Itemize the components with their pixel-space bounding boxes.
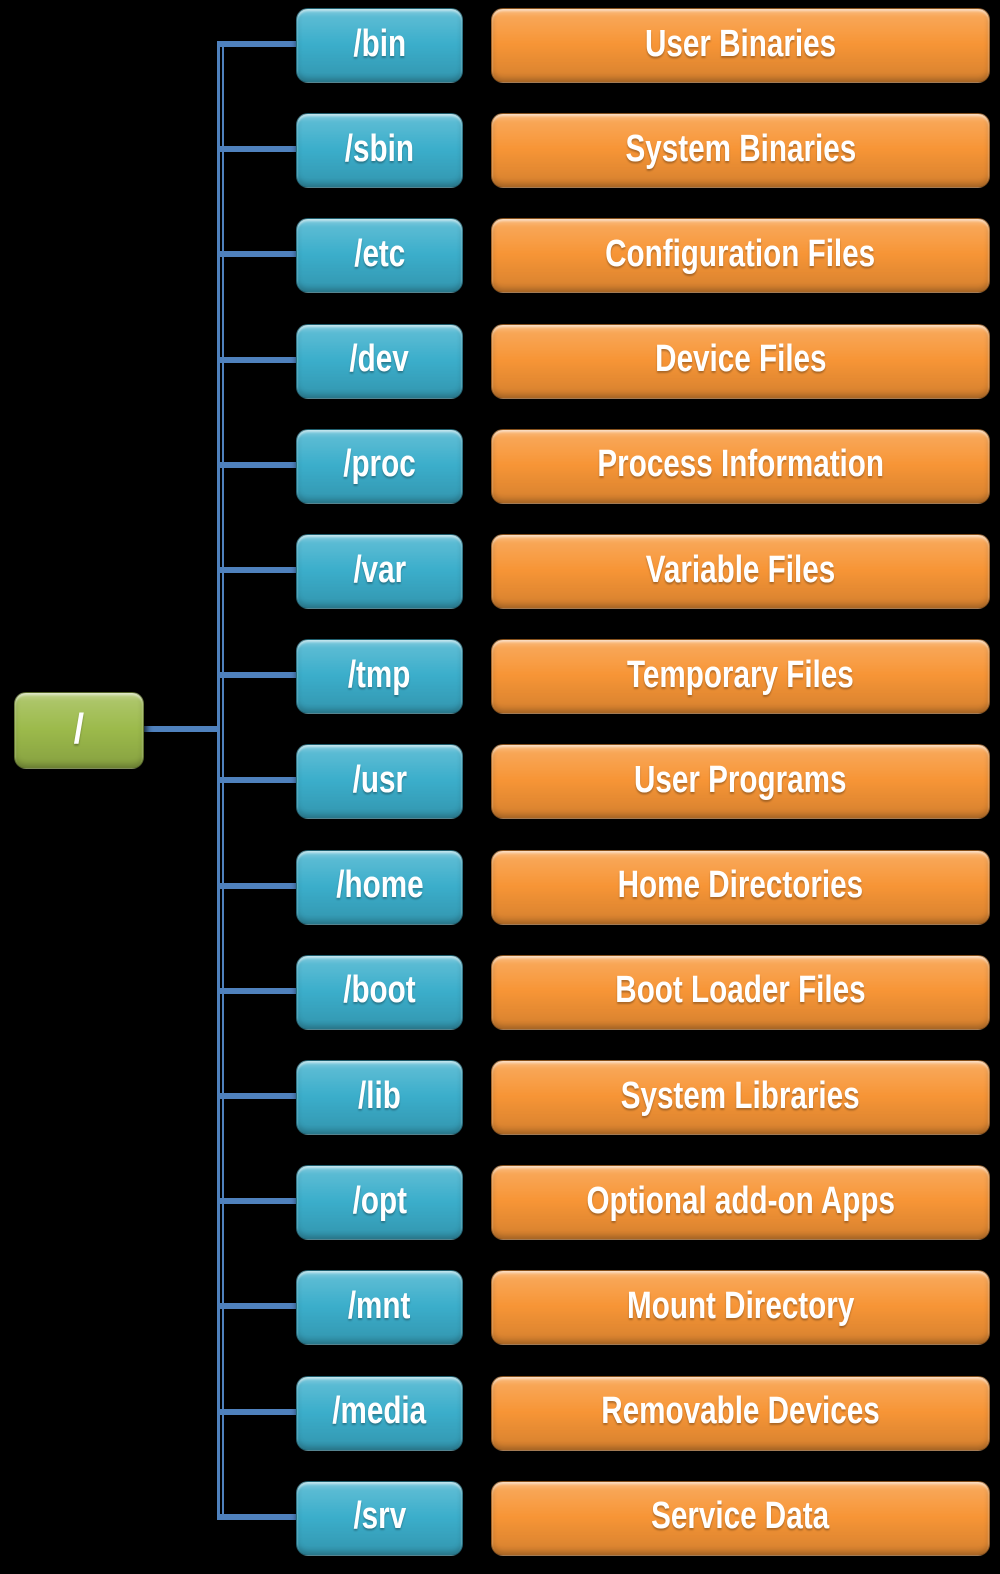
- description-box: Boot Loader Files: [491, 954, 990, 1030]
- description-label: System Binaries: [625, 127, 856, 170]
- description-box: System Binaries: [491, 113, 990, 189]
- directory-box: /mnt: [296, 1270, 463, 1346]
- branch-connector-line: [218, 251, 296, 258]
- directory-label: /srv: [353, 1495, 406, 1538]
- branch-connector-line: [218, 41, 296, 47]
- description-box: Device Files: [491, 323, 990, 399]
- description-box: User Programs: [491, 744, 990, 820]
- branch-connector-line: [218, 146, 296, 153]
- directory-box: /proc: [296, 428, 463, 504]
- description-label: User Programs: [634, 758, 847, 801]
- directory-row: /mnt Mount Directory: [0, 1270, 1000, 1346]
- directory-label: /lib: [358, 1074, 401, 1117]
- directory-box: /opt: [296, 1165, 463, 1241]
- directory-box: /sbin: [296, 113, 463, 189]
- description-box: Temporary Files: [491, 639, 990, 715]
- branch-connector-line: [218, 1303, 296, 1310]
- branch-connector-line: [218, 1513, 296, 1520]
- directory-box: /lib: [296, 1060, 463, 1135]
- description-label: Service Data: [651, 1495, 830, 1538]
- branch-connector-line: [218, 1093, 296, 1099]
- directory-row: /var Variable Files: [0, 534, 1000, 609]
- description-box: Variable Files: [491, 534, 990, 609]
- branch-connector-line: [218, 672, 296, 679]
- directory-label: /mnt: [348, 1284, 411, 1327]
- description-label: Variable Files: [645, 548, 836, 591]
- directory-row: /proc Process Information: [0, 428, 1000, 504]
- directory-box: /etc: [296, 218, 463, 294]
- directory-label: /boot: [343, 969, 416, 1012]
- directory-row: /opt Optional add-on Apps: [0, 1165, 1000, 1241]
- directory-row: /dev Device Files: [0, 323, 1000, 399]
- description-label: Optional add-on Apps: [586, 1179, 895, 1222]
- description-box: Mount Directory: [491, 1270, 990, 1346]
- directory-label: /bin: [353, 22, 406, 65]
- directory-box: /srv: [296, 1480, 463, 1556]
- description-label: Home Directories: [617, 864, 864, 907]
- directory-row: /sbin System Binaries: [0, 113, 1000, 189]
- branch-connector-line: [218, 356, 296, 363]
- description-label: System Libraries: [621, 1074, 860, 1117]
- directory-row: /bin User Binaries: [0, 8, 1000, 83]
- description-box: Process Information: [491, 428, 990, 504]
- directory-row: /srv Service Data: [0, 1480, 1000, 1556]
- description-box: User Binaries: [491, 8, 990, 83]
- directory-label: /var: [353, 548, 406, 591]
- directory-row: /boot Boot Loader Files: [0, 954, 1000, 1030]
- directory-label: /proc: [343, 443, 416, 486]
- directory-box: /usr: [296, 744, 463, 820]
- directory-row: /lib System Libraries: [0, 1060, 1000, 1135]
- branch-connector-line: [218, 1408, 296, 1415]
- directory-label: /media: [332, 1390, 427, 1433]
- description-box: System Libraries: [491, 1060, 990, 1135]
- directory-label: /opt: [352, 1179, 407, 1222]
- description-label: Process Information: [597, 443, 884, 486]
- root-connector-line: [142, 726, 218, 732]
- directory-box: /var: [296, 534, 463, 609]
- directory-row: /etc Configuration Files: [0, 218, 1000, 294]
- description-label: Mount Directory: [626, 1284, 855, 1327]
- directory-row: /home Home Directories: [0, 849, 1000, 925]
- description-box: Service Data: [491, 1480, 990, 1556]
- directory-box: /bin: [296, 8, 463, 83]
- root-directory-label: /: [73, 704, 85, 752]
- directory-box: /media: [296, 1375, 463, 1451]
- directory-row: /tmp Temporary Files: [0, 639, 1000, 715]
- directory-label: /sbin: [344, 127, 415, 170]
- branch-connector-line: [218, 882, 296, 889]
- description-label: Removable Devices: [601, 1390, 880, 1433]
- description-label: Configuration Files: [605, 232, 876, 275]
- directory-row: /usr User Programs: [0, 744, 1000, 820]
- directory-label: /dev: [349, 338, 410, 381]
- directory-box: /tmp: [296, 639, 463, 715]
- description-box: Optional add-on Apps: [491, 1165, 990, 1241]
- description-box: Home Directories: [491, 849, 990, 925]
- directory-label: /usr: [352, 758, 407, 801]
- directory-label: /etc: [353, 232, 406, 275]
- branch-connector-line: [218, 461, 296, 468]
- description-box: Removable Devices: [491, 1375, 990, 1451]
- description-label: User Binaries: [644, 22, 837, 65]
- directory-box: /home: [296, 849, 463, 925]
- description-box: Configuration Files: [491, 218, 990, 294]
- directory-label: /tmp: [348, 653, 411, 696]
- branch-connector-line: [218, 777, 296, 784]
- branch-connector-line: [218, 1198, 296, 1205]
- directory-label: /home: [335, 864, 424, 907]
- description-label: Temporary Files: [627, 653, 854, 696]
- directory-row: /media Removable Devices: [0, 1375, 1000, 1451]
- directory-box: /boot: [296, 954, 463, 1030]
- description-label: Device Files: [654, 338, 827, 381]
- branch-connector-line: [218, 987, 296, 994]
- description-label: Boot Loader Files: [615, 969, 866, 1012]
- branch-connector-line: [218, 567, 296, 573]
- root-directory-node: /: [14, 692, 144, 769]
- directory-box: /dev: [296, 323, 463, 399]
